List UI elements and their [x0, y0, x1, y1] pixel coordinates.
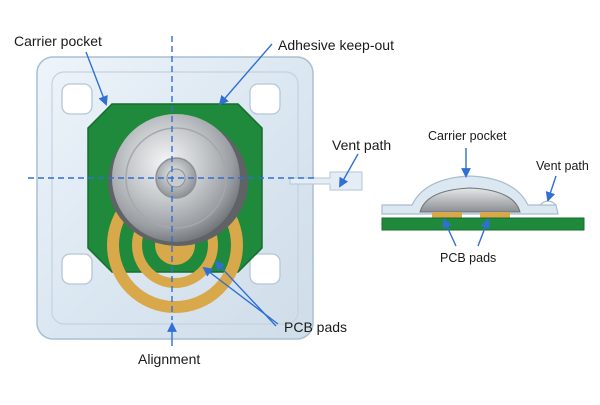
corner-holes	[61, 83, 281, 285]
arrow-carrier-pocket	[85, 51, 108, 106]
label-side-carrier-pocket: Carrier pocket	[428, 129, 507, 143]
arrow-side-pcb-pads-2	[477, 218, 490, 247]
carrier-top-view	[28, 36, 363, 340]
button-cell-side	[419, 187, 521, 213]
pad-left-side	[432, 212, 462, 218]
label-pcb-pads: PCB pads	[284, 319, 348, 335]
pcb-strip-side	[381, 217, 585, 231]
label-adhesive-keep-out: Adhesive keep-out	[278, 37, 394, 53]
label-side-pcb-pads: PCB pads	[440, 251, 497, 265]
label-carrier-pocket: Carrier pocket	[14, 33, 102, 49]
arrow-vent-path	[339, 153, 359, 188]
arrow-side-vent-path	[545, 175, 557, 202]
callout-arrows	[85, 43, 557, 346]
label-vent-path: Vent path	[332, 137, 392, 153]
button-cell-top	[108, 114, 248, 246]
label-alignment: Alignment	[138, 351, 201, 367]
side-view	[381, 175, 585, 231]
arrow-side-pcb-pads-1	[442, 218, 457, 247]
pad-right-side	[480, 212, 510, 218]
arrow-adhesive-keep-out	[218, 43, 273, 106]
label-side-vent-path: Vent path	[536, 159, 589, 173]
arrow-pcb-pads-2	[202, 266, 279, 325]
